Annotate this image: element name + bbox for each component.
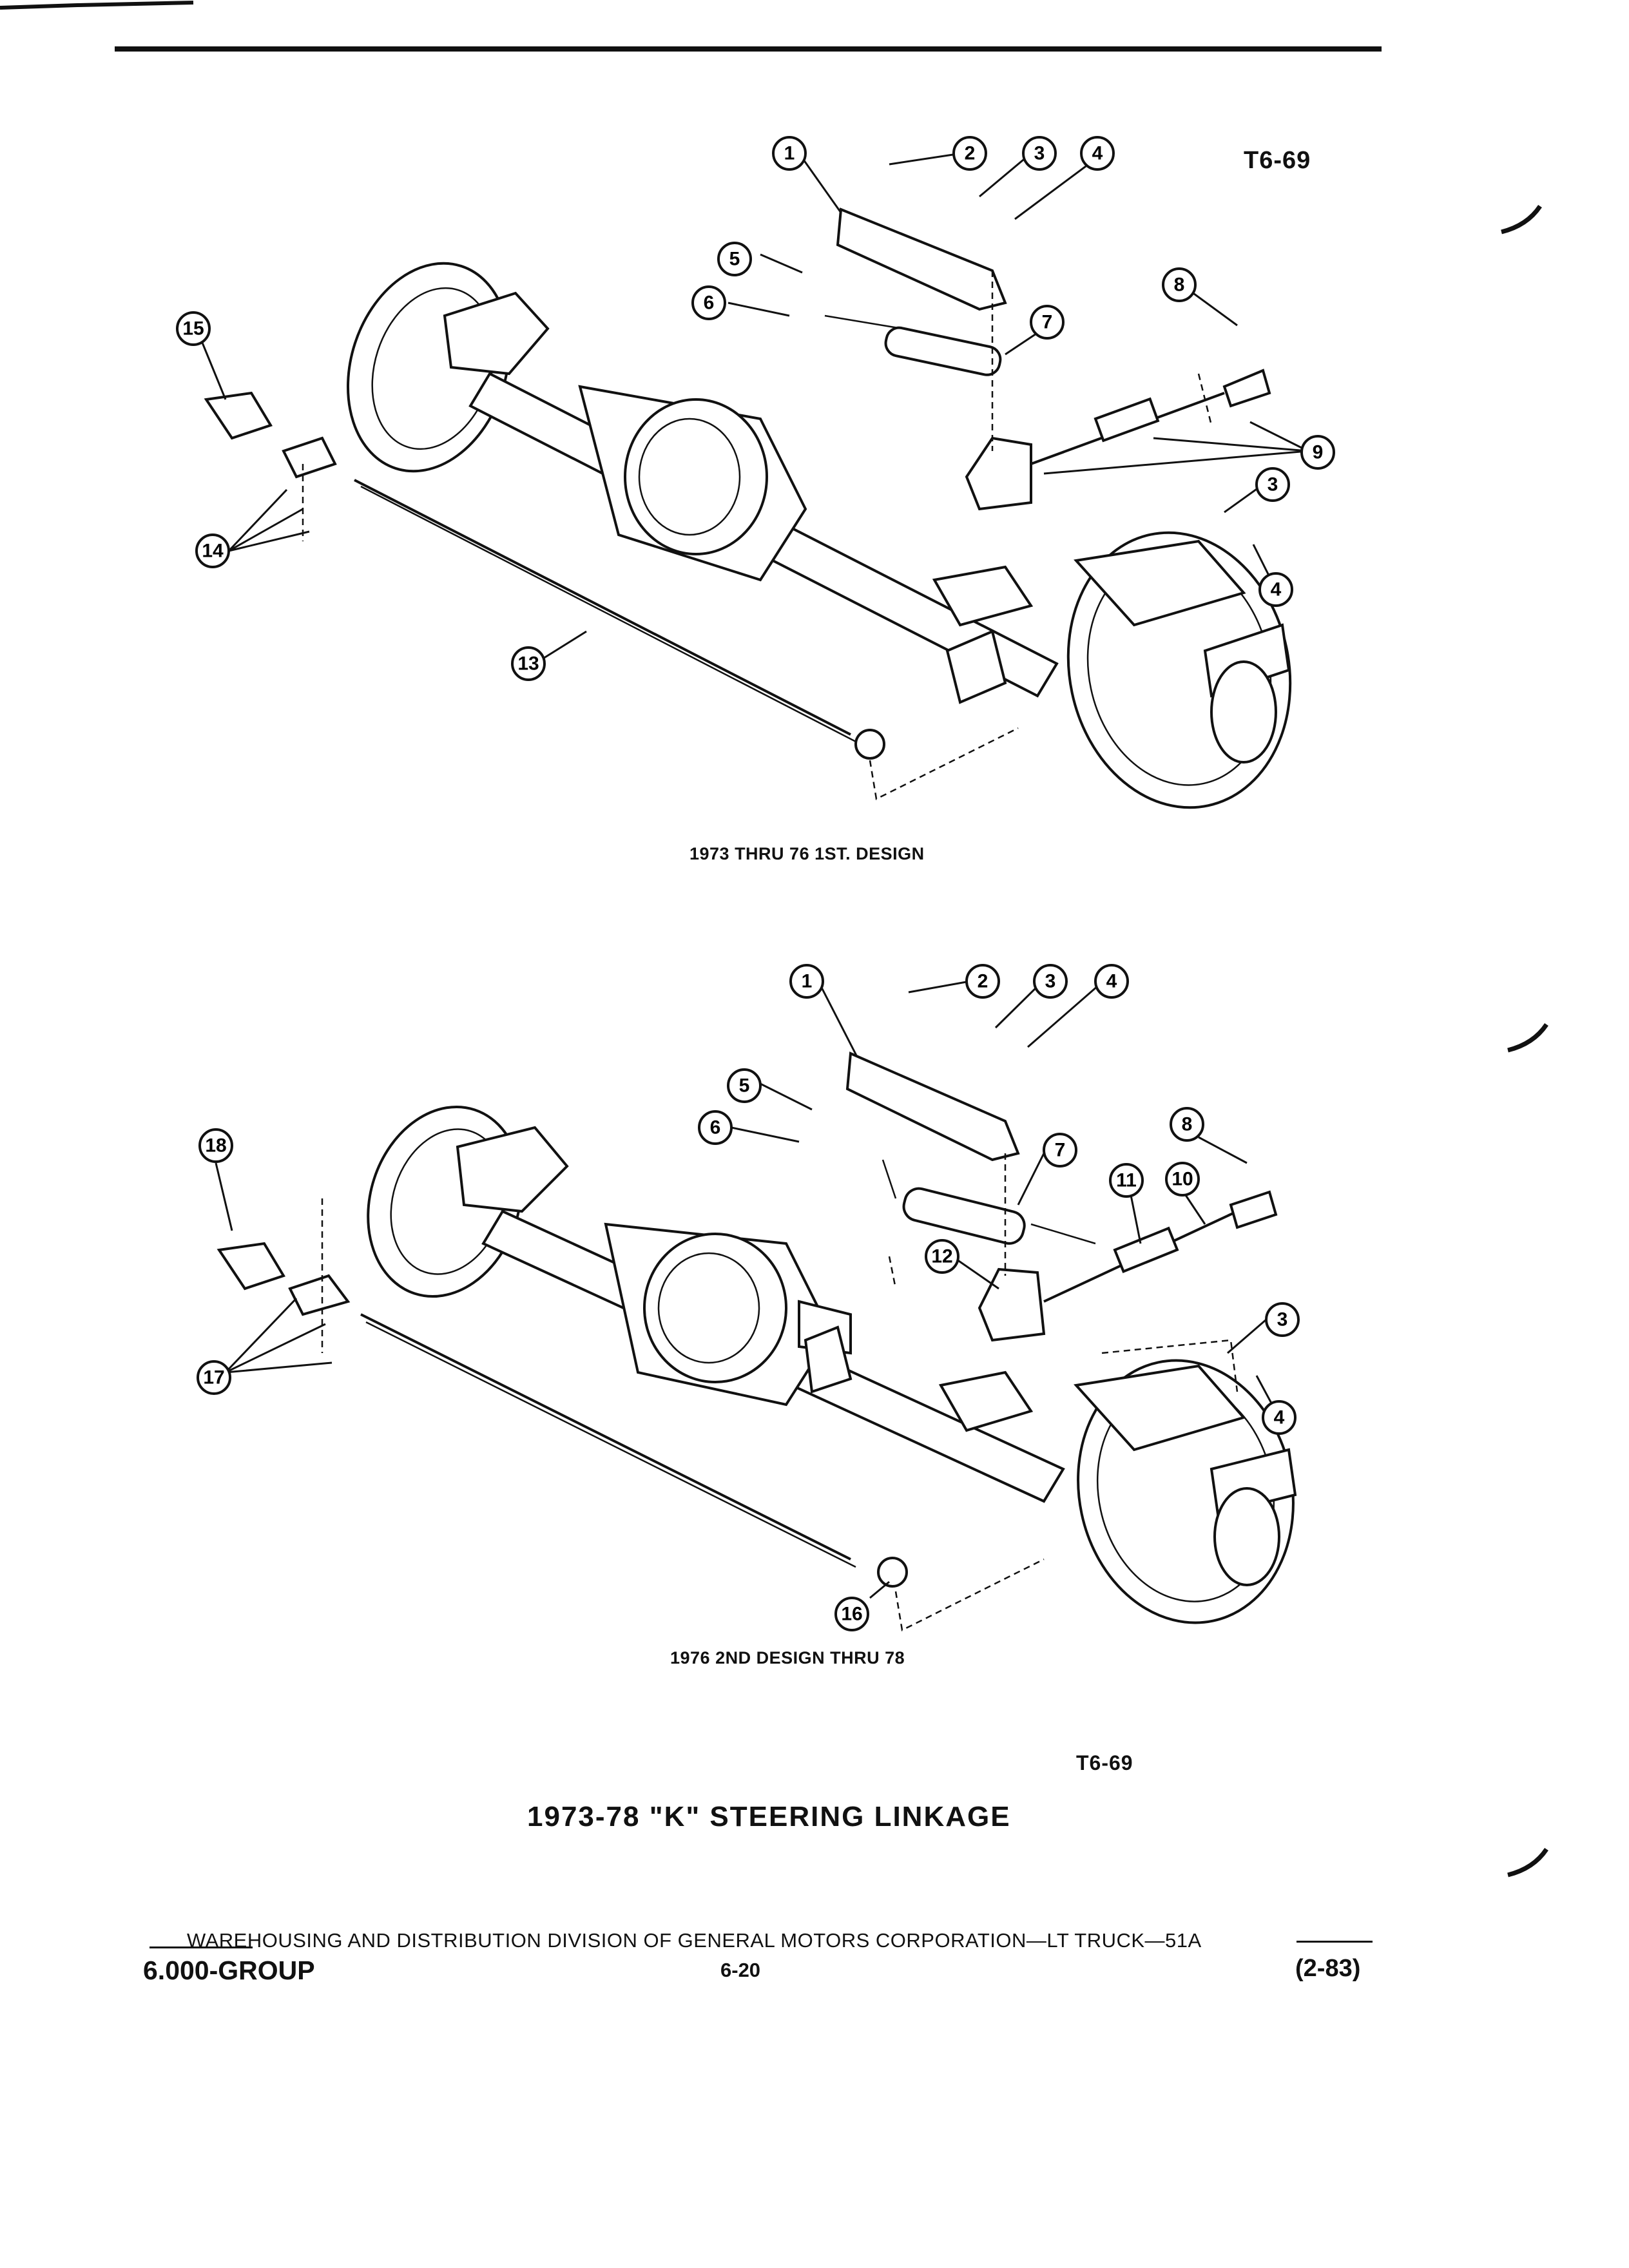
callout-16: 16 [834, 1597, 869, 1631]
binder-mark [1507, 1847, 1548, 1878]
svg-text:15: 15 [182, 318, 204, 340]
svg-text:1: 1 [802, 971, 813, 992]
callout-1: 1 [772, 136, 807, 171]
page-number: 6-20 [720, 1959, 761, 1981]
callout-5: 5 [727, 1068, 762, 1103]
footer-publisher-line: WAREHOUSING AND DISTRIBUTION DIVISION OF… [187, 1929, 1202, 1952]
callout-9: 9 [1300, 435, 1335, 470]
svg-text:4: 4 [1092, 143, 1103, 164]
callout-1: 1 [789, 964, 824, 999]
figure-id: T6-69 [1244, 147, 1311, 174]
callout-8: 8 [1170, 1107, 1204, 1142]
svg-text:7: 7 [1042, 312, 1053, 333]
callout-8: 8 [1162, 267, 1197, 302]
callout-14: 14 [195, 533, 230, 568]
svg-text:5: 5 [729, 249, 740, 270]
callout-10: 10 [1165, 1162, 1200, 1196]
footer-right-rule [1296, 1941, 1373, 1943]
svg-text:2: 2 [978, 971, 988, 992]
svg-text:14: 14 [202, 541, 224, 562]
callout-7: 7 [1043, 1133, 1077, 1168]
callout-6: 6 [691, 285, 726, 320]
svg-text:4: 4 [1271, 579, 1282, 601]
svg-text:3: 3 [1045, 971, 1056, 992]
front-axle-housing [468, 372, 1059, 704]
svg-text:17: 17 [203, 1367, 224, 1389]
callout-2: 2 [965, 964, 1000, 999]
svg-text:6: 6 [704, 293, 715, 314]
tie-rod [217, 1242, 908, 1588]
tie-rod-end-left [217, 1242, 285, 1291]
callout-6: 6 [698, 1110, 733, 1145]
binder-mark [1507, 1023, 1548, 1053]
page-title: 1973-78 "K" STEERING LINKAGE [527, 1801, 1011, 1832]
callout-4: 4 [1094, 964, 1129, 999]
callout-2: 2 [952, 136, 987, 171]
svg-text:1: 1 [784, 143, 795, 164]
footer-lead-rule [149, 1946, 253, 1948]
tie-rod-end-right [1229, 1190, 1278, 1229]
callout-3b: 3 [1265, 1302, 1300, 1337]
steering-damper [824, 314, 1002, 376]
left-brake-backing-plate [347, 262, 550, 473]
svg-text:7: 7 [1055, 1140, 1066, 1161]
top-figure-caption: 1973 THRU 76 1ST. DESIGN [689, 844, 925, 863]
right-brake-rotor [1074, 1359, 1297, 1624]
callout-5: 5 [717, 242, 752, 276]
front-axle-housing [481, 1209, 1065, 1503]
callout-3: 3 [1033, 964, 1068, 999]
figure-id-bottom: T6-69 [1076, 1751, 1133, 1774]
svg-text:9: 9 [1313, 442, 1324, 463]
left-brake-backing-plate [367, 1105, 569, 1298]
steering-damper [882, 1159, 1096, 1245]
scan-mark [0, 1, 194, 10]
callout-4b: 4 [1258, 572, 1293, 607]
svg-text:18: 18 [205, 1135, 226, 1157]
right-brake-rotor [1066, 531, 1292, 809]
header-rule [115, 46, 1382, 52]
svg-text:4: 4 [1274, 1407, 1285, 1428]
svg-text:11: 11 [1116, 1170, 1137, 1191]
svg-text:8: 8 [1174, 274, 1185, 296]
callout-4: 4 [1080, 136, 1115, 171]
callout-18: 18 [198, 1128, 233, 1163]
callout-17: 17 [197, 1360, 231, 1395]
callout-7: 7 [1030, 305, 1065, 340]
connecting-rod [965, 369, 1271, 511]
svg-text:12: 12 [931, 1246, 952, 1267]
revision-date: (2-83) [1295, 1955, 1361, 1982]
pitman-arm [836, 207, 1007, 311]
callout-4b: 4 [1262, 1400, 1296, 1435]
bottom-figure-caption: 1976 2ND DESIGN THRU 78 [670, 1648, 905, 1667]
svg-text:13: 13 [517, 653, 539, 675]
top-axle-illustration: 1 2 3 4 5 6 7 8 9 3 4 13 14 15 [176, 136, 1335, 809]
connecting-rod [978, 1190, 1278, 1342]
group-number: 6.000-GROUP [143, 1956, 315, 1985]
svg-text:10: 10 [1171, 1169, 1193, 1190]
svg-text:16: 16 [841, 1604, 862, 1625]
tie-rod [204, 391, 885, 760]
svg-text:3: 3 [1034, 143, 1045, 164]
bottom-axle-illustration: 1 2 3 4 5 6 7 8 10 11 12 3 4 16 17 18 [197, 964, 1300, 1631]
svg-text:5: 5 [739, 1075, 750, 1097]
tie-rod-end-left [204, 391, 273, 440]
callout-11: 11 [1109, 1163, 1144, 1198]
pitman-arm [845, 1052, 1020, 1162]
svg-text:6: 6 [710, 1117, 721, 1139]
top-figure: 1 2 3 4 5 6 7 8 9 3 4 13 14 15 [0, 116, 1629, 857]
callout-15: 15 [176, 311, 211, 346]
bottom-figure: 1 2 3 4 5 6 7 8 10 11 12 3 4 16 17 18 [0, 941, 1629, 1669]
callout-13: 13 [511, 646, 546, 681]
svg-text:3: 3 [1277, 1309, 1288, 1331]
callout-3: 3 [1022, 136, 1057, 171]
svg-text:8: 8 [1182, 1114, 1193, 1135]
svg-text:2: 2 [965, 143, 976, 164]
callout-3b: 3 [1255, 467, 1290, 502]
callout-12: 12 [925, 1239, 959, 1274]
svg-text:3: 3 [1268, 474, 1278, 495]
svg-text:4: 4 [1106, 971, 1117, 992]
binder-mark [1501, 204, 1542, 235]
